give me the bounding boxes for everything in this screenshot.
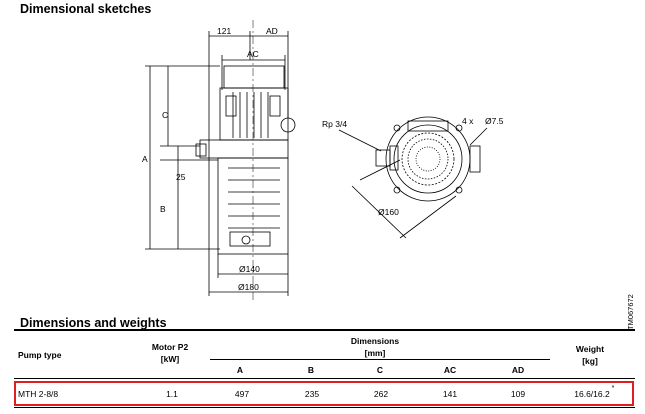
row-c: 262	[373, 389, 389, 399]
page-title: Dimensional sketches	[20, 2, 152, 16]
sub-ac: AC	[443, 365, 457, 375]
row-a: 497	[234, 389, 250, 399]
row-ad: 109	[510, 389, 526, 399]
col-pump-type: Pump type	[18, 350, 62, 360]
dim-c: C	[162, 110, 168, 120]
sub-b: B	[307, 365, 315, 375]
table-rule-top	[14, 329, 635, 331]
drawing-id: TM067672	[626, 294, 635, 330]
row-b: 235	[304, 389, 320, 399]
col-motor-p2: Motor P2	[151, 342, 189, 352]
dimensional-sketch: 121 AD AC C A 25 B Ø140 Ø180 Rp 3/4 4 x …	[142, 20, 504, 300]
sub-ad: AD	[511, 365, 525, 375]
holes-prefix: 4 x	[462, 116, 474, 126]
dim-a: A	[142, 154, 148, 164]
row-weight: 16.6/16.2	[574, 389, 610, 399]
row-weight-note: *	[611, 385, 615, 392]
sub-a: A	[236, 365, 244, 375]
section-title: Dimensions and weights	[20, 316, 167, 330]
dim-121: 121	[217, 26, 231, 36]
row-pump-type: MTH 2-8/8	[18, 389, 59, 399]
dim-d140: Ø140	[239, 264, 260, 274]
header-rule	[14, 378, 635, 379]
col-dimensions: Dimensions	[350, 336, 400, 346]
col-dimensions-unit: [mm]	[364, 348, 386, 358]
dim-ac: AC	[247, 49, 259, 59]
highlight-box	[14, 381, 634, 406]
dimensions-underline	[210, 359, 550, 360]
sub-c: C	[376, 365, 384, 375]
dim-b: B	[160, 204, 166, 214]
table-rule-bottom	[14, 407, 635, 408]
dim-ad: AD	[266, 26, 278, 36]
col-motor-unit: [kW]	[160, 354, 180, 364]
col-weight: Weight	[575, 344, 605, 354]
col-weight-unit: [kg]	[582, 356, 598, 366]
dim-25: 25	[176, 172, 186, 182]
holes-dia: Ø7.5	[485, 116, 504, 126]
rp-label: Rp 3/4	[322, 119, 347, 129]
dim-d180: Ø180	[238, 282, 259, 292]
dim-d160: Ø160	[378, 207, 399, 217]
row-motor-p2: 1.1	[166, 389, 178, 399]
row-ac: 141	[442, 389, 458, 399]
